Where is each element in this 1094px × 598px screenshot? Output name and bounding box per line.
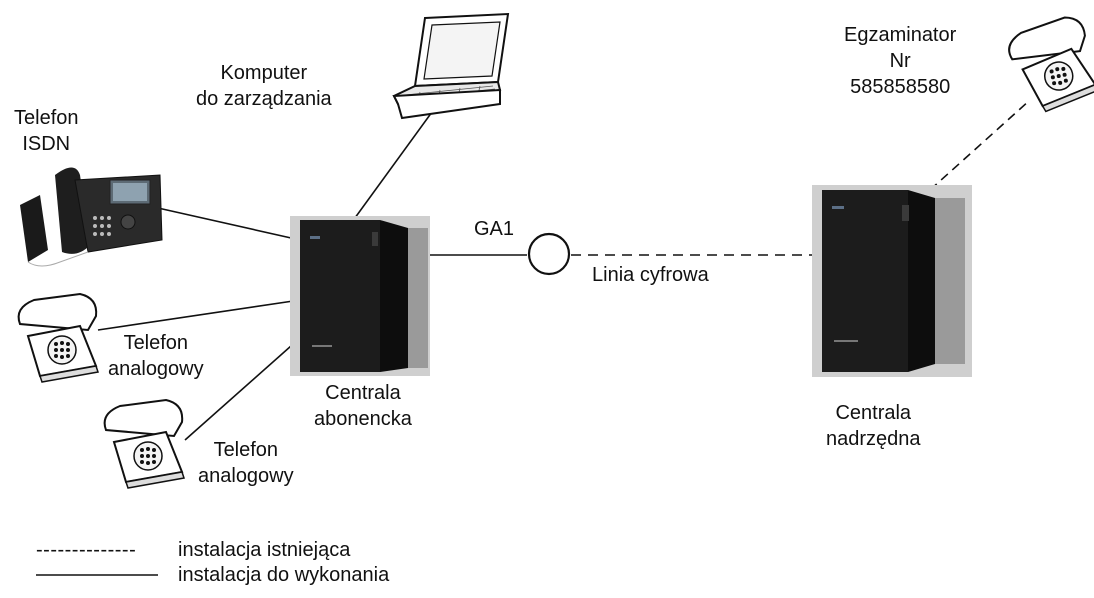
- link-laptop-pbx: [351, 111, 433, 223]
- connector-label-text: GA1: [474, 218, 515, 240]
- ip-phone-icon: [20, 167, 163, 267]
- isdn-phone-label-line-1: Telefon: [14, 107, 79, 129]
- examiner-label-line-2: Nr: [889, 50, 911, 72]
- link-isdn-pbx: [157, 207, 301, 241]
- analog-phone-1-label: Telefon analogowy: [108, 330, 204, 382]
- digital-line-label: Linia cyfrowa: [592, 262, 709, 288]
- legend-dashed-label: instalacja istniejąca: [178, 537, 350, 563]
- analog-phone-icon-2: [103, 398, 185, 489]
- analog-phone-icon-examiner: [1008, 16, 1094, 113]
- legend-solid-label: instalacja do wykonania: [178, 562, 389, 588]
- legend-dashed-label-text: instalacja istniejąca: [178, 539, 351, 561]
- legend-dashed-sample-text: --------------: [36, 539, 137, 561]
- analog-phone-2-label-line-1: Telefon: [213, 439, 279, 461]
- link-upstream-examiner: [929, 99, 1031, 191]
- link-analog2-pbx: [184, 337, 301, 441]
- circle-connector-icon: [527, 232, 571, 276]
- examiner-label-line-1: Egzaminator: [844, 24, 957, 46]
- pbx-upstream-label-line-1: Centrala: [835, 402, 912, 424]
- analog-phone-icon-1: [17, 292, 99, 383]
- examiner-label-line-3: 585858580: [850, 76, 951, 98]
- connector-label: GA1: [474, 216, 514, 242]
- pbx-subscriber-label: Centrala abonencka: [314, 380, 412, 432]
- laptop-label-line-2: do zarządzania: [196, 88, 332, 110]
- connection-lines: [97, 99, 1031, 441]
- pbx-upstream-label-line-2: nadrzędna: [826, 428, 921, 450]
- analog-phone-1-label-line-1: Telefon: [123, 332, 189, 354]
- laptop-icon: [392, 12, 510, 120]
- pbx-cabinet-icon-upstream: [812, 185, 972, 377]
- laptop-label: Komputer do zarządzania: [196, 60, 332, 112]
- analog-phone-2-label-line-2: analogowy: [198, 465, 294, 487]
- isdn-phone-label: Telefon ISDN: [14, 105, 79, 157]
- examiner-label: Egzaminator Nr 585858580: [844, 22, 956, 100]
- isdn-phone-label-line-2: ISDN: [22, 133, 71, 155]
- pbx-subscriber-label-line-2: abonencka: [314, 408, 412, 430]
- analog-phone-1-label-line-2: analogowy: [108, 358, 204, 380]
- legend-solid-label-text: instalacja do wykonania: [178, 564, 390, 586]
- digital-line-label-text: Linia cyfrowa: [592, 264, 709, 286]
- analog-phone-2-label: Telefon analogowy: [198, 437, 294, 489]
- link-analog1-pbx: [97, 299, 301, 331]
- legend-dashed-sample: --------------: [36, 537, 136, 563]
- pbx-upstream-label: Centrala nadrzędna: [826, 400, 921, 452]
- laptop-label-line-1: Komputer: [220, 62, 308, 84]
- pbx-cabinet-icon-subscriber: [290, 216, 430, 376]
- pbx-subscriber-label-line-1: Centrala: [325, 382, 401, 404]
